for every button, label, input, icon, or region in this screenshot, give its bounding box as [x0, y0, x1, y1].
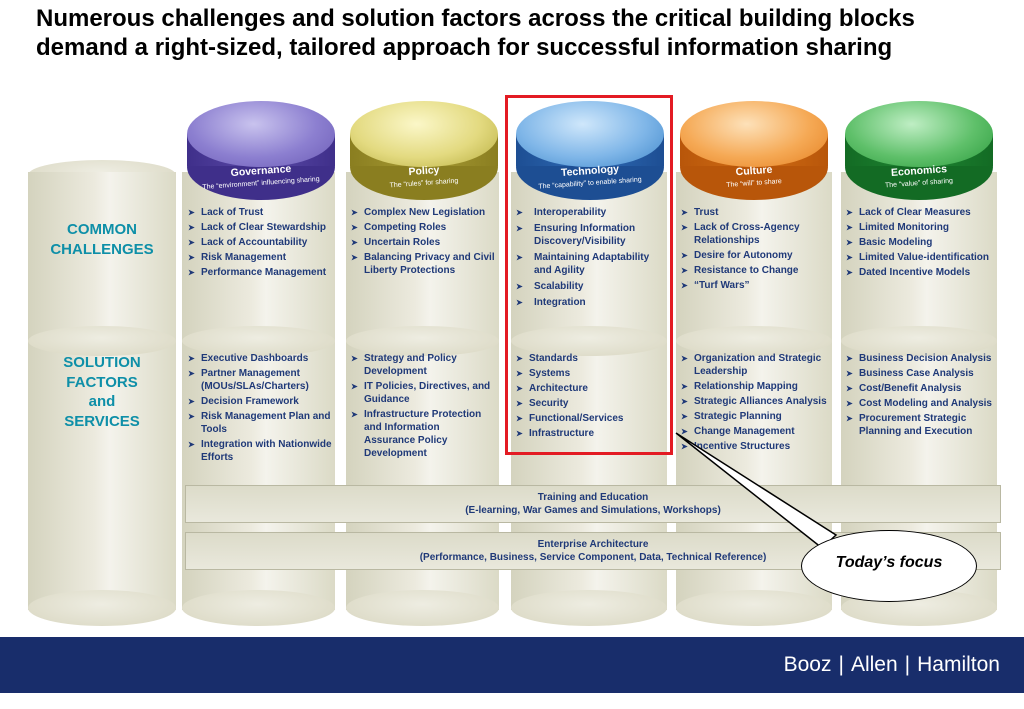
list-item: Complex New Legislation: [351, 206, 501, 219]
policy-header-disc: Policy The “rules” for sharing: [350, 101, 498, 200]
culture-header-disc: Culture The “will” to share: [680, 101, 828, 200]
list-item: Strategic Planning: [681, 410, 829, 423]
list-item: Cost/Benefit Analysis: [846, 382, 994, 395]
culture-challenges-list: Trust Lack of Cross-Agency Relationships…: [681, 206, 829, 294]
list-item: Infrastructure: [516, 427, 666, 440]
list-item: Lack of Accountability: [188, 236, 333, 249]
technology-solutions-list: Standards Systems Architecture Security …: [516, 352, 666, 442]
list-item: Security: [516, 397, 666, 410]
list-item: Lack of Clear Measures: [846, 206, 994, 219]
row-label-solutions: SOLUTION FACTORS and SERVICES: [63, 354, 141, 430]
list-item: Ensuring Information Discovery/Visibilit…: [516, 222, 666, 248]
technology-focus-highlight: [505, 95, 673, 455]
list-item: Incentive Structures: [681, 440, 829, 453]
list-item: “Turf Wars”: [681, 279, 829, 292]
list-item: Interoperability: [516, 206, 666, 219]
bar-title: Enterprise Architecture: [537, 539, 649, 550]
bar-subtitle: (Performance, Business, Service Componen…: [419, 552, 767, 563]
economics-solutions-list: Business Decision Analysis Business Case…: [846, 352, 994, 440]
list-item: Performance Management: [188, 266, 333, 279]
list-item: Business Decision Analysis: [846, 352, 994, 365]
list-item: Procurement Strategic Planning and Execu…: [846, 412, 994, 438]
list-item: Uncertain Roles: [351, 236, 501, 249]
list-item: Systems: [516, 367, 666, 380]
list-item: Limited Monitoring: [846, 221, 994, 234]
economics-challenges-list: Lack of Clear Measures Limited Monitorin…: [846, 206, 994, 281]
list-item: Desire for Autonomy: [681, 249, 829, 262]
list-item: IT Policies, Directives, and Guidance: [351, 380, 491, 406]
list-item: Relationship Mapping: [681, 380, 829, 393]
culture-solutions-list: Organization and Strategic Leadership Re…: [681, 352, 829, 455]
list-item: Change Management: [681, 425, 829, 438]
economics-header-disc: Economics The “value” of sharing: [845, 101, 993, 200]
list-item: Cost Modeling and Analysis: [846, 397, 994, 410]
list-item: Basic Modeling: [846, 236, 994, 249]
technology-challenges-list: Interoperability Ensuring Information Di…: [516, 206, 666, 312]
governance-solutions-list: Executive Dashboards Partner Management …: [188, 352, 333, 466]
callout-text: Today’s focus: [835, 554, 943, 571]
company-logo: Booz|Allen|Hamilton: [783, 653, 1000, 676]
list-item: Scalability: [516, 280, 666, 293]
list-item: Trust: [681, 206, 829, 219]
list-item: Limited Value-identification: [846, 251, 994, 264]
list-item: Integration: [516, 296, 666, 309]
list-item: Functional/Services: [516, 412, 666, 425]
row-label-challenges: COMMON CHALLENGES: [50, 221, 154, 258]
list-item: Resistance to Change: [681, 264, 829, 277]
list-item: Balancing Privacy and Civil Liberty Prot…: [351, 251, 501, 277]
footer-bar: Booz|Allen|Hamilton: [0, 637, 1024, 693]
list-item: Lack of Clear Stewardship: [188, 221, 333, 234]
governance-challenges-list: Lack of Trust Lack of Clear Stewardship …: [188, 206, 333, 281]
list-item: Strategy and Policy Development: [351, 352, 491, 378]
list-item: Integration with Nationwide Efforts: [188, 438, 333, 464]
training-education-bar: Training and Education (E-learning, War …: [185, 485, 1001, 523]
list-item: Competing Roles: [351, 221, 501, 234]
list-item: Decision Framework: [188, 395, 333, 408]
list-item: Risk Management Plan and Tools: [188, 410, 333, 436]
list-item: Organization and Strategic Leadership: [681, 352, 829, 378]
list-item: Standards: [516, 352, 666, 365]
bar-title: Training and Education: [537, 492, 649, 503]
list-item: Executive Dashboards: [188, 352, 333, 365]
governance-header-disc: Governance The “environment” influencing…: [187, 101, 335, 200]
page-title: Numerous challenges and solution factors…: [36, 5, 915, 61]
list-item: Infrastructure Protection and Informatio…: [351, 408, 491, 460]
list-item: Business Case Analysis: [846, 367, 994, 380]
list-item: Strategic Alliances Analysis: [681, 395, 829, 408]
list-item: Architecture: [516, 382, 666, 395]
list-item: Lack of Trust: [188, 206, 333, 219]
list-item: Dated Incentive Models: [846, 266, 994, 279]
policy-solutions-list: Strategy and Policy Development IT Polic…: [351, 352, 491, 462]
list-item: Risk Management: [188, 251, 333, 264]
list-item: Maintaining Adaptability and Agility: [516, 251, 666, 277]
todays-focus-callout: [801, 530, 977, 602]
list-item: Partner Management (MOUs/SLAs/Charters): [188, 367, 333, 393]
technology-header-disc: Technology The “capability” to enable sh…: [516, 101, 664, 200]
bar-subtitle: (E-learning, War Games and Simulations, …: [465, 505, 721, 516]
policy-challenges-list: Complex New Legislation Competing Roles …: [351, 206, 501, 279]
list-item: Lack of Cross-Agency Relationships: [681, 221, 829, 247]
